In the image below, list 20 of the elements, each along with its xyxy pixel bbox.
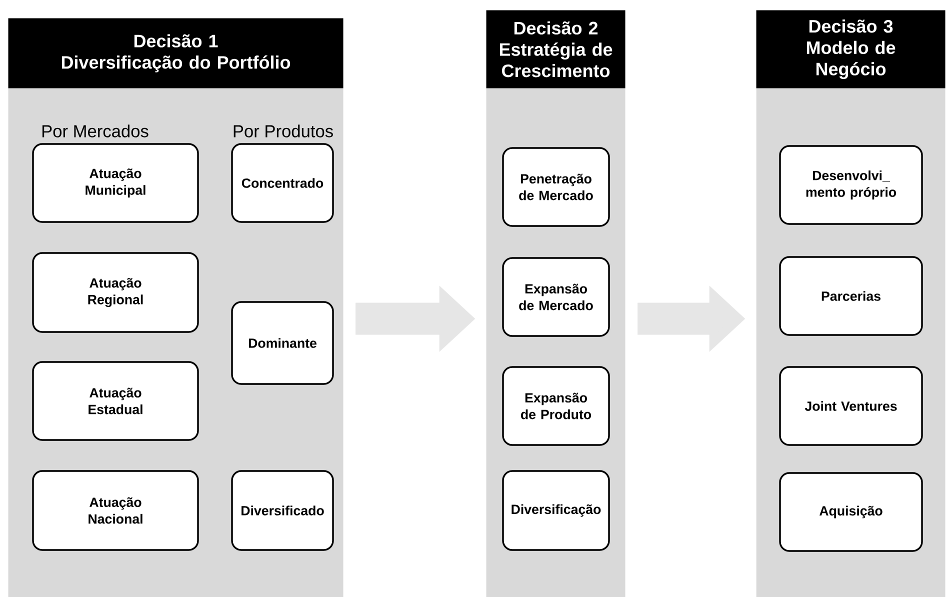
option-box: Atuação Regional [32, 252, 199, 333]
option-box: Concentrado [231, 143, 334, 223]
header-box: Decisão 2 Estratégia de Crescimento [486, 10, 626, 88]
header-box: Decisão 1 Diversificação do Portfólio [8, 18, 344, 88]
option-box: Expansão de Mercado [502, 257, 610, 337]
column-heading: Por Mercados [42, 124, 148, 138]
option-box: Dominante [231, 301, 334, 385]
option-box: Diversificação [502, 470, 610, 551]
column-heading: Por Produtos [234, 124, 333, 138]
option-box: Desenvolvi_ mento próprio [779, 145, 923, 225]
option-box: Parcerias [779, 256, 923, 336]
option-box: Atuação Municipal [32, 143, 199, 223]
option-box: Penetração de Mercado [502, 147, 610, 227]
option-box: Expansão de Produto [502, 366, 610, 446]
option-box: Aquisição [779, 472, 923, 552]
option-box: Joint Ventures [779, 366, 923, 446]
header-box: Decisão 3 Modelo de Negócio [756, 10, 946, 88]
option-box: Diversificado [231, 470, 334, 551]
option-box: Atuação Estadual [32, 361, 199, 441]
option-box: Atuação Nacional [32, 470, 199, 551]
